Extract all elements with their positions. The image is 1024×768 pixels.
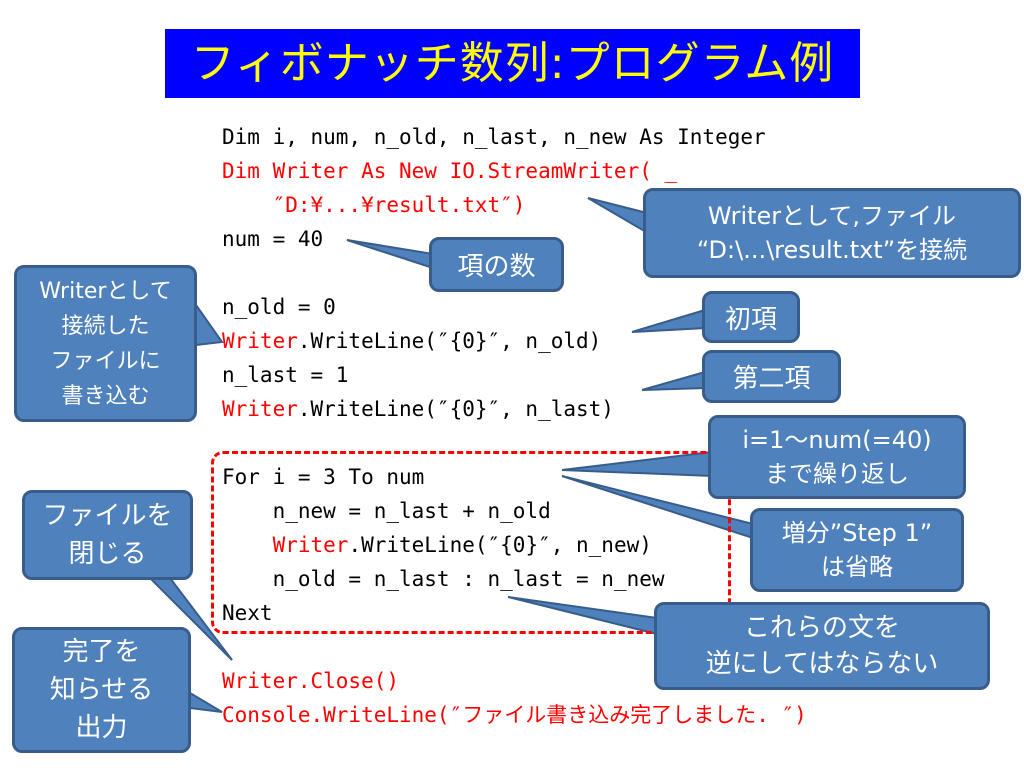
code-line-6: Writer.WriteLine(″{0}″, n_old): [222, 324, 601, 358]
code-line-14: Writer.Close(): [222, 669, 400, 693]
code-line-12: n_old = n_last : n_last = n_new: [222, 567, 665, 591]
writer-keyword: Writer: [222, 329, 298, 353]
code-line-15: Console.WriteLine(″ファイル書き込み完了しました. ″): [222, 703, 807, 727]
code-line-11: Writer.WriteLine(″{0}″, n_new): [222, 528, 652, 562]
callout-done: 完了を 知らせる 出力: [12, 627, 191, 753]
code-line-2: Dim Writer As New IO.StreamWriter( _: [222, 159, 678, 183]
code-line-10: n_new = n_last + n_old: [222, 499, 551, 523]
writeline-call: .WriteLine(″{0}″, n_last): [297, 397, 614, 421]
code-line-8: Writer.WriteLine(″{0}″, n_last): [222, 392, 614, 426]
loop-highlight-box: [211, 451, 731, 634]
pointer-write-file: [195, 301, 224, 347]
pointer-first-term: [631, 308, 706, 333]
callout-write-file: Writerとして 接続した ファイルに 書き込む: [14, 265, 197, 422]
code-line-1: Dim i, num, n_old, n_last, n_new As Inte…: [222, 125, 766, 149]
callout-writer-file: Writerとして,ファイル “D:\...\result.txt”を接続: [643, 188, 1021, 278]
writeline-call: .WriteLine(″{0}″, n_old): [297, 329, 602, 353]
callout-num-terms: 項の数: [429, 237, 564, 292]
callout-second-term: 第二項: [702, 350, 841, 403]
callout-range: i=1～num(=40) まで繰り返し: [708, 415, 966, 499]
callout-step: 増分”Step 1” は省略: [750, 508, 964, 592]
slide-title: フィボナッチ数列:プログラム例: [165, 29, 860, 98]
callout-order: これらの文を 逆にしてはならない: [654, 602, 990, 690]
callout-first-term: 初項: [702, 291, 800, 343]
code-line-5: n_old = 0: [222, 295, 336, 319]
code-line-7: n_last = 1: [222, 363, 349, 387]
code-line-9: For i = 3 To num: [222, 465, 425, 489]
pointer-done: [189, 691, 223, 713]
writeline-call: .WriteLine(″{0}″, n_new): [348, 533, 652, 557]
callout-close-file: ファイルを 閉じる: [22, 490, 193, 580]
writer-keyword: Writer: [222, 533, 349, 557]
pointer-second-term: [641, 370, 706, 391]
code-line-3: ″D:¥...¥result.txt″): [222, 193, 526, 217]
code-line-4: num = 40: [222, 227, 324, 251]
writer-keyword: Writer: [222, 397, 298, 421]
pointer-num-terms: [346, 239, 434, 270]
code-line-13: Next: [222, 601, 273, 625]
